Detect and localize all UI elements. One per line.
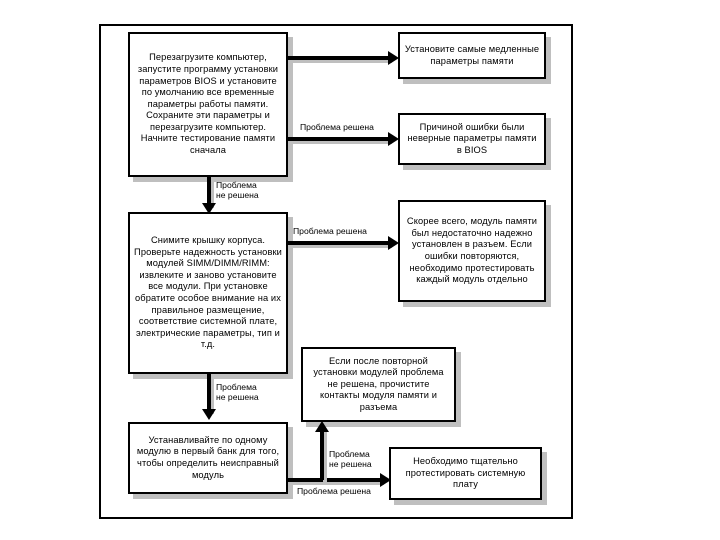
node-module-loose-text: Скорее всего, модуль памяти был недостат…: [406, 216, 538, 285]
node-wrong-bios-params: Причиной ошибки были неверные параметры …: [398, 113, 546, 165]
node-slowest-params: Установите самые медленные параметры пам…: [398, 32, 546, 79]
label-solved-3: Проблема решена: [297, 486, 371, 496]
arrow-removecover-to-onemodule: [207, 374, 211, 412]
node-one-module-bank: Устанавливайте по одному модулю в первый…: [128, 422, 288, 494]
arrowhead-removecover-to-onemodule: [202, 409, 216, 420]
label-solved-1: Проблема решена: [300, 122, 374, 132]
arrow-reboot-to-removecover: [207, 177, 211, 206]
label-not-solved-3: Проблема не решена: [329, 449, 372, 470]
node-clean-contacts-text: Если после повторной установки модулей п…: [313, 355, 444, 412]
node-module-loose: Скорее всего, модуль памяти был недостат…: [398, 200, 546, 302]
arrowhead-reboot-to-removecover: [202, 203, 216, 214]
node-reboot-bios-text: Перезагрузите компьютер, запустите прогр…: [137, 52, 279, 156]
node-remove-cover: Снимите крышку корпуса. Проверьте надежн…: [128, 212, 288, 374]
node-clean-contacts: Если после повторной установки модулей п…: [301, 347, 456, 422]
arrow-removecover-to-moduleloose: [288, 241, 390, 245]
node-wrong-bios-params-text: Причиной ошибки были неверные параметры …: [407, 121, 537, 155]
label-not-solved-1: Проблема не решена: [216, 180, 259, 201]
arrow-branch-to-cleancontacts: [320, 430, 324, 480]
node-reboot-bios: Перезагрузите компьютер, запустите прогр…: [128, 32, 288, 177]
arrowhead-removecover-to-moduleloose: [388, 236, 399, 250]
arrow-onemodule-to-motherboard: [288, 478, 382, 482]
arrowhead-onemodule-to-motherboard: [380, 473, 391, 487]
arrow-reboot-to-slowest: [288, 56, 390, 60]
arrowhead-reboot-to-slowest: [388, 51, 399, 65]
node-slowest-params-text: Установите самые медленные параметры пам…: [404, 43, 540, 66]
arrowhead-reboot-to-wrongparams: [388, 132, 399, 146]
node-test-motherboard-text: Необходимо тщательно протестировать сист…: [405, 456, 526, 490]
node-one-module-bank-text: Устанавливайте по одному модулю в первый…: [136, 434, 280, 480]
node-remove-cover-text: Снимите крышку корпуса. Проверьте надежн…: [134, 235, 282, 350]
node-test-motherboard: Необходимо тщательно протестировать сист…: [389, 447, 542, 500]
label-solved-2: Проблема решена: [293, 226, 367, 236]
arrow-reboot-to-wrongparams: [288, 137, 390, 141]
arrowhead-branch-to-cleancontacts: [315, 421, 329, 432]
label-not-solved-2: Проблема не решена: [216, 382, 259, 403]
